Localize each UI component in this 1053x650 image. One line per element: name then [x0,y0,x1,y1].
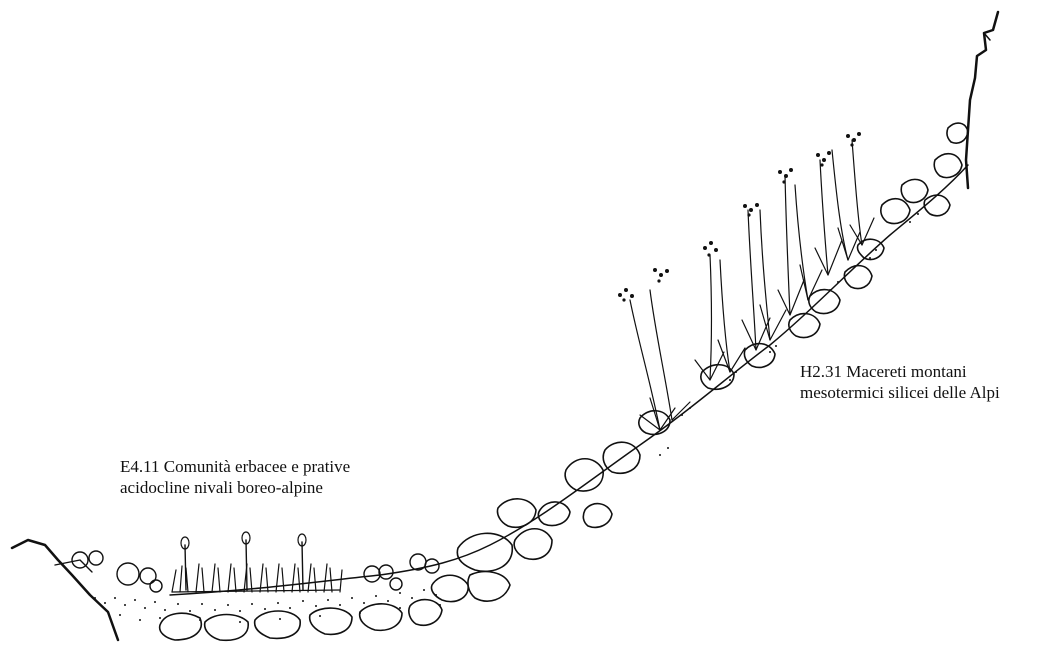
label-e4-11-line1: E4.11 Comunità erbacee e prative [120,456,350,477]
label-e4-11-line2: acidocline nivali boreo-alpine [120,477,350,498]
grass-mat [172,532,342,592]
label-h2-31-line1: H2.31 Macereti montani [800,361,1000,382]
soil-dots [94,213,919,623]
label-e4-11: E4.11 Comunità erbacee e prative acidocl… [120,456,350,498]
label-h2-31-line2: mesotermici silicei delle Alpi [800,382,1000,403]
cliff-rock [966,12,998,188]
label-h2-31: H2.31 Macereti montani mesotermici silic… [800,361,1000,403]
flower-heads [618,132,861,302]
herb-clumps [72,551,439,592]
